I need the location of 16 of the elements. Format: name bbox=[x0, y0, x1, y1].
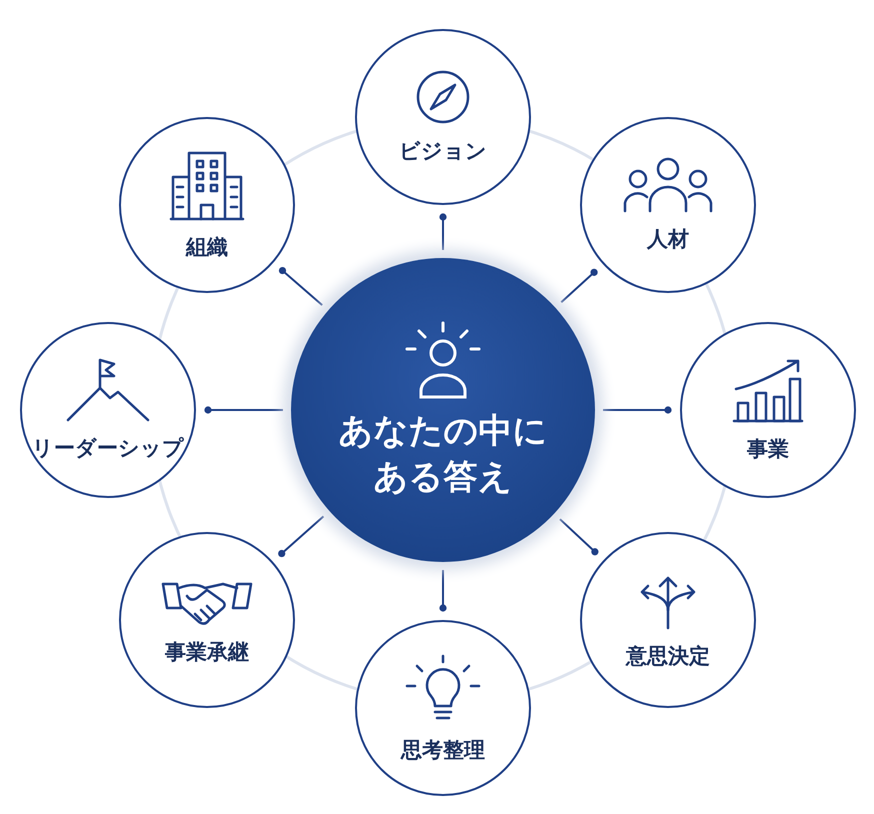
connector-line bbox=[204, 406, 283, 414]
connector-line bbox=[560, 268, 598, 303]
topic-label: 事業承継 bbox=[165, 640, 249, 666]
connector-line bbox=[439, 570, 447, 612]
topic-label: リーダーシップ bbox=[32, 436, 184, 462]
connector-line bbox=[603, 406, 672, 414]
topic-label: ビジョン bbox=[399, 139, 487, 165]
topic-label: 組織 bbox=[186, 235, 228, 261]
topic-label: 思考整理 bbox=[401, 738, 485, 764]
connector-line bbox=[559, 518, 598, 556]
topic-label: 人材 bbox=[647, 227, 689, 253]
topic-label: 意思決定 bbox=[626, 644, 710, 670]
connector-line bbox=[278, 516, 324, 558]
center-title: あなたの中にある答え bbox=[338, 410, 548, 499]
topic-label: 事業 bbox=[747, 437, 789, 463]
connector-line bbox=[439, 213, 447, 250]
